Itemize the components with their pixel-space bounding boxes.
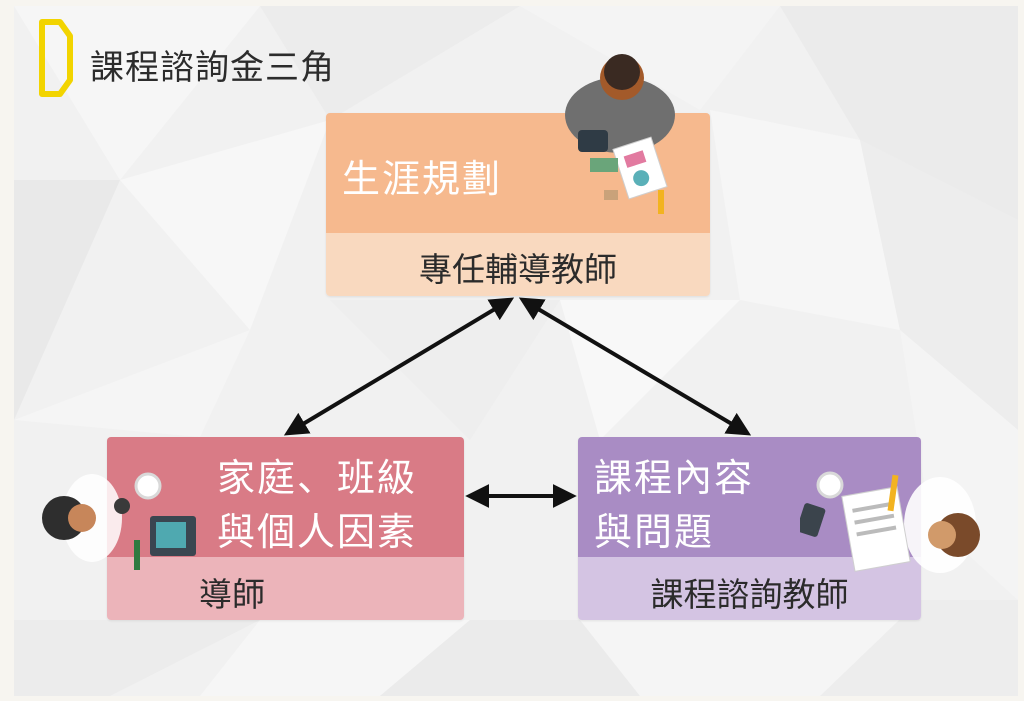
node-career-role: 專任輔導教師 xyxy=(419,250,617,289)
node-career-footer xyxy=(326,233,710,296)
node-course-category-line1: 課程內容 xyxy=(594,456,755,500)
node-course-category: 課程內容 與問題 xyxy=(594,451,754,559)
node-family-category: 家庭、班級 與個人因素 xyxy=(217,451,417,559)
person-with-documents-icon xyxy=(565,54,675,214)
person-with-clipboard-icon xyxy=(800,471,980,573)
title-bracket-icon xyxy=(39,19,73,97)
node-family-role: 導師 xyxy=(199,575,265,614)
person-with-laptop-icon xyxy=(42,472,196,570)
node-family-footer xyxy=(107,557,464,620)
node-course-role: 課程諮詢教師 xyxy=(650,575,849,614)
node-family-category-line1: 家庭、班級 xyxy=(217,456,418,500)
node-family-category-line2: 與個人因素 xyxy=(217,510,418,554)
node-career-category: 生涯規劃 xyxy=(342,157,503,201)
node-course-category-line2: 與問題 xyxy=(594,510,715,554)
page-title: 課程諮詢金三角 xyxy=(90,48,335,88)
